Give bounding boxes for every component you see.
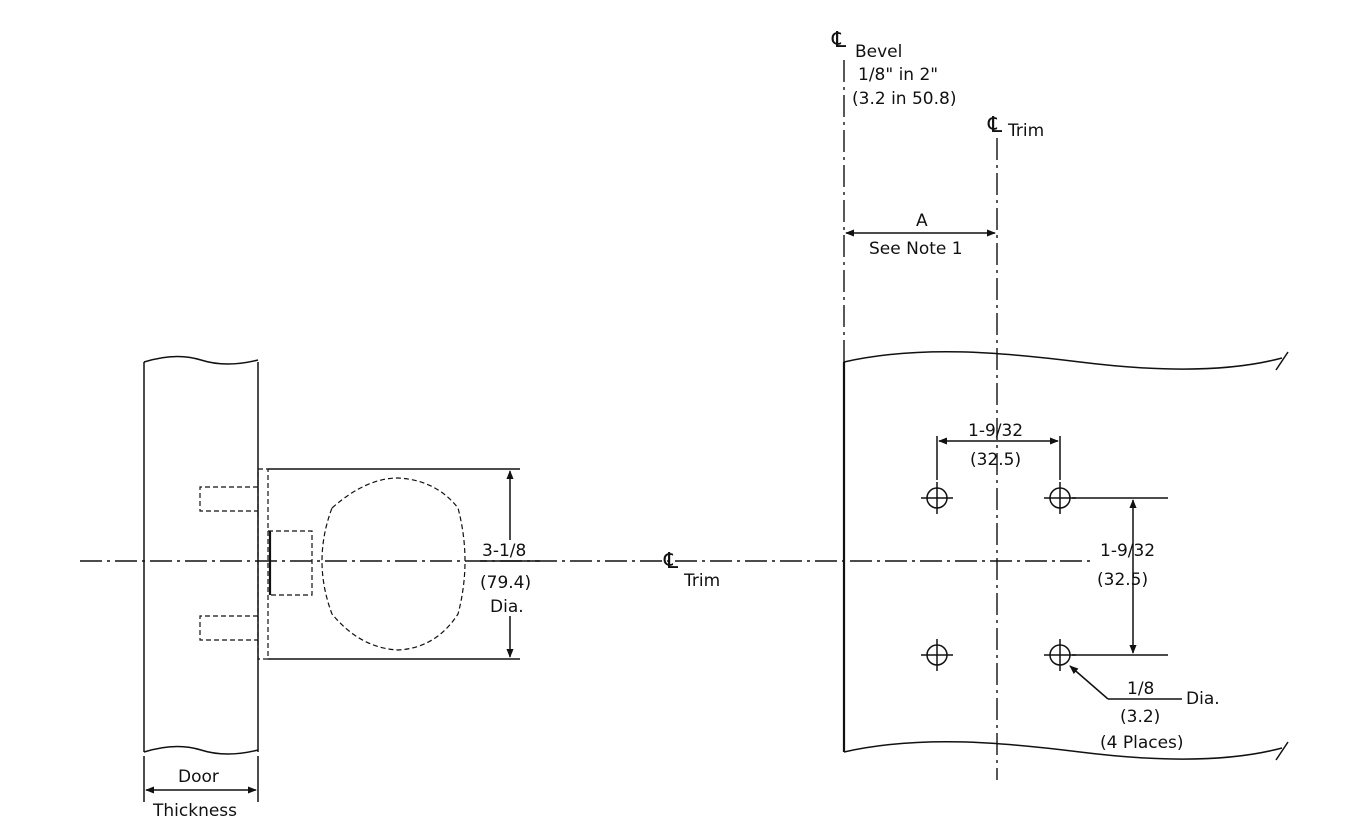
break-mark-bottom [1275, 741, 1289, 761]
door-break-bottom [143, 745, 259, 755]
thickness-label: Thickness [152, 801, 237, 821]
hole-dia-leader [1069, 665, 1109, 700]
mounting-hole-lower-right [1044, 639, 1076, 671]
door-face-view: ℄ Bevel 1/8" in 2" (3.2 in 50.8) ℄ Trim … [831, 28, 1289, 780]
cl-trim-center-symbol: ℄ [663, 549, 679, 574]
hspace-label: 1-9/32 [968, 421, 1023, 441]
bevel-ratio-label: 1/8" in 2" [858, 65, 938, 85]
mounting-hole-upper-left [921, 482, 953, 514]
dim-a-label: A [916, 211, 928, 231]
cl-trim-center-label: Trim [683, 571, 720, 591]
spindle-hub [268, 530, 313, 596]
door-face-break-top [843, 350, 1283, 370]
dia-label-word: Dia. [490, 597, 524, 617]
hidden-stud-lower [199, 615, 258, 641]
vspace-label-metric: (32.5) [1097, 570, 1148, 590]
mounting-hole-lower-left [921, 639, 953, 671]
break-mark-top [1275, 351, 1289, 371]
door-edge-view: 3-1/8 (79.4) Dia. Door Thickness [143, 355, 540, 821]
bevel-ratio-metric-label: (3.2 in 50.8) [852, 89, 956, 109]
rose-plate [257, 468, 269, 660]
hole-dia-label-in: 1/8 [1127, 679, 1154, 699]
knob-outline [321, 477, 466, 651]
door-break-top [143, 355, 259, 365]
vspace-label: 1-9/32 [1100, 541, 1155, 561]
mounting-hole-upper-right [1044, 482, 1076, 514]
hspace-label-metric: (32.5) [970, 450, 1021, 470]
bevel-label: Bevel [855, 42, 902, 62]
door-face-break-bottom [843, 740, 1283, 760]
cl-trim-top-symbol: ℄ [987, 113, 1003, 138]
hidden-stud-upper [199, 486, 258, 512]
hole-dia-label-word: Dia. [1186, 689, 1220, 709]
door-label: Door [178, 767, 219, 787]
dia-label-mm: (79.4) [480, 573, 531, 593]
hole-dia-label-mm: (3.2) [1120, 707, 1160, 727]
hole-places-label: (4 Places) [1100, 733, 1184, 753]
trim-top-label: Trim [1007, 121, 1044, 141]
see-note-label: See Note 1 [869, 239, 963, 259]
dia-label-in: 3-1/8 [482, 541, 526, 561]
cl-bevel-symbol: ℄ [831, 28, 847, 53]
